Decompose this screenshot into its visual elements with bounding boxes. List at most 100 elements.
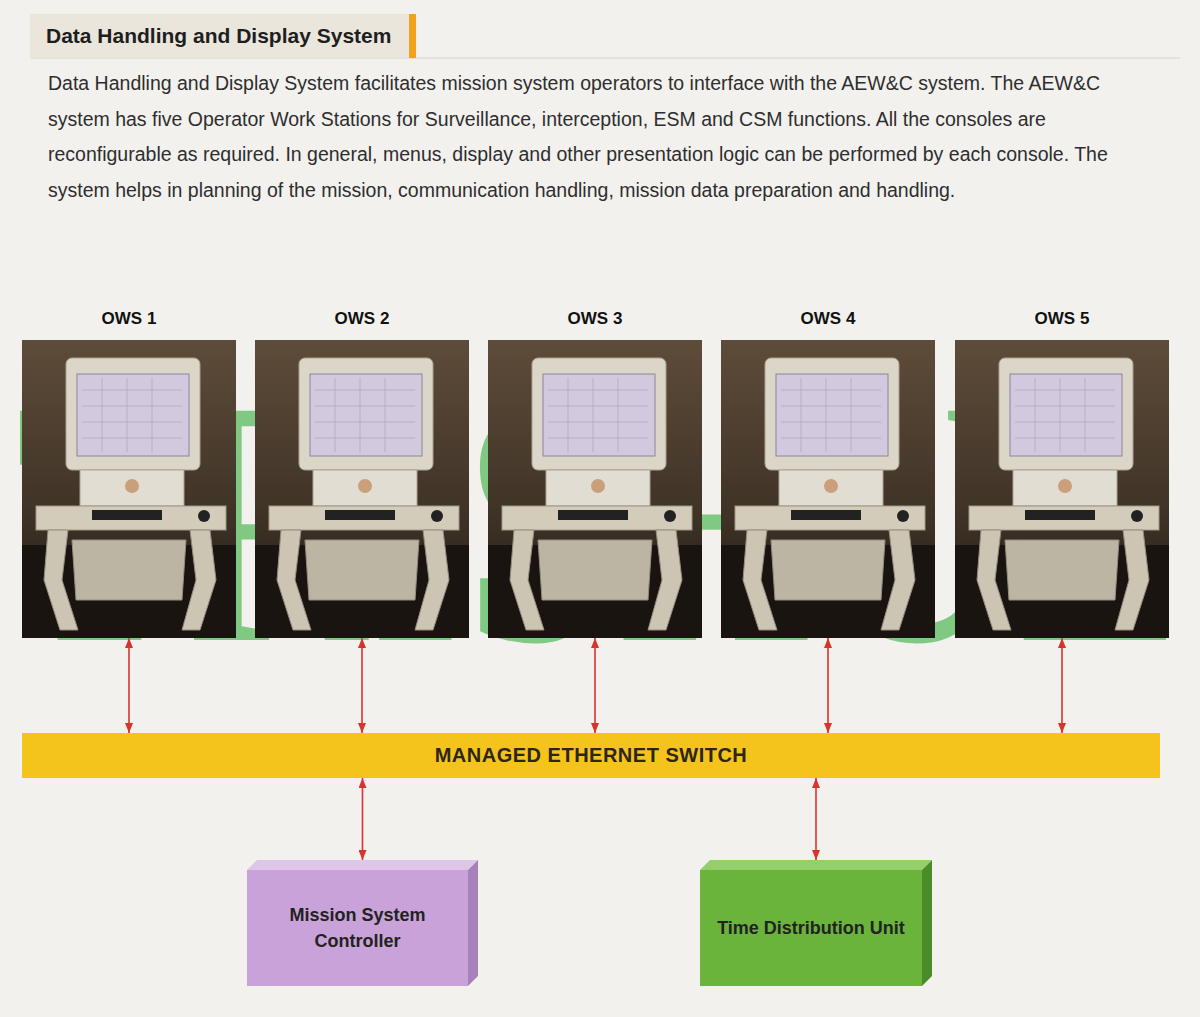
keyboard bbox=[325, 510, 395, 520]
monitor-screen bbox=[1010, 374, 1122, 456]
box-side-face bbox=[468, 860, 478, 986]
photo-ground bbox=[255, 340, 469, 638]
trackball bbox=[431, 510, 443, 522]
panel-knob bbox=[358, 479, 372, 493]
link-arrow bbox=[362, 778, 364, 860]
switch-label: MANAGED ETHERNET SWITCH bbox=[22, 733, 1160, 778]
title-tab: Data Handling and Display System bbox=[30, 14, 416, 58]
panel-knob bbox=[591, 479, 605, 493]
unit-label: Time Distribution Unit bbox=[708, 870, 914, 986]
box-front-face bbox=[247, 870, 468, 986]
control-panel bbox=[779, 470, 883, 506]
monitor-screen bbox=[776, 374, 888, 456]
control-panel bbox=[546, 470, 650, 506]
console-leg bbox=[415, 530, 449, 630]
text-run: OWS 1 bbox=[102, 309, 157, 328]
workstation-node: OWS 1 bbox=[22, 340, 236, 638]
keyboard bbox=[558, 510, 628, 520]
control-panel bbox=[80, 470, 184, 506]
keyboard bbox=[92, 510, 162, 520]
keyboard bbox=[791, 510, 861, 520]
link-arrow bbox=[815, 778, 817, 860]
screen-grid bbox=[1015, 378, 1115, 452]
desk-top bbox=[36, 506, 226, 530]
title-text: Data Handling and Display System bbox=[46, 24, 391, 48]
unit-box: Time Distribution Unit bbox=[700, 860, 932, 986]
screen-grid bbox=[315, 378, 415, 452]
monitor-frame bbox=[299, 358, 433, 470]
console-leg bbox=[182, 530, 216, 630]
workstation-label: OWS 4 bbox=[701, 309, 955, 329]
trackball bbox=[664, 510, 676, 522]
box-side-face bbox=[922, 860, 932, 986]
description-paragraph: Data Handling and Display System facilit… bbox=[48, 66, 1163, 208]
console-leg bbox=[881, 530, 915, 630]
workstation-label: OWS 1 bbox=[2, 309, 256, 329]
text-run: OWS 4 bbox=[801, 309, 856, 328]
workstation-node: OWS 5 bbox=[955, 340, 1169, 638]
link-arrow bbox=[128, 638, 130, 733]
switch-band: MANAGED ETHERNET SWITCH bbox=[22, 733, 1160, 778]
console-photo bbox=[488, 340, 702, 638]
trackball bbox=[897, 510, 909, 522]
box-top-face bbox=[247, 860, 478, 870]
console-photo bbox=[721, 340, 935, 638]
panel-knob bbox=[1058, 479, 1072, 493]
trackball bbox=[198, 510, 210, 522]
photo-ground bbox=[721, 340, 935, 638]
workstation-label: OWS 3 bbox=[468, 309, 722, 329]
control-panel bbox=[1013, 470, 1117, 506]
panel-knob bbox=[824, 479, 838, 493]
monitor-screen bbox=[77, 374, 189, 456]
monitor-screen bbox=[310, 374, 422, 456]
console-leg bbox=[1115, 530, 1149, 630]
desk-top bbox=[735, 506, 925, 530]
box-top-face bbox=[700, 860, 932, 870]
monitor-frame bbox=[999, 358, 1133, 470]
workstation-node: OWS 2 bbox=[255, 340, 469, 638]
text-run: MANAGED ETHERNET SWITCH bbox=[435, 744, 748, 767]
photo-ground bbox=[955, 340, 1169, 638]
screen-grid bbox=[548, 378, 648, 452]
console-leg bbox=[648, 530, 682, 630]
text-run: OWS 5 bbox=[1035, 309, 1090, 328]
monitor-frame bbox=[765, 358, 899, 470]
screen-grid bbox=[82, 378, 182, 452]
console-photo bbox=[255, 340, 469, 638]
photo-ground bbox=[22, 340, 236, 638]
workstation-label: OWS 2 bbox=[235, 309, 489, 329]
console-pedestal bbox=[538, 540, 652, 600]
link-arrow bbox=[1061, 638, 1063, 733]
workstation-node: OWS 4 bbox=[721, 340, 935, 638]
text-run: Mission System Controller bbox=[255, 902, 460, 954]
text-run: OWS 3 bbox=[568, 309, 623, 328]
console-photo bbox=[22, 340, 236, 638]
console-photo bbox=[955, 340, 1169, 638]
photo-ground bbox=[488, 340, 702, 638]
keyboard bbox=[1025, 510, 1095, 520]
link-arrow bbox=[827, 638, 829, 733]
link-arrow bbox=[361, 638, 363, 733]
unit-label: Mission System Controller bbox=[255, 870, 460, 986]
console-pedestal bbox=[1005, 540, 1119, 600]
monitor-screen bbox=[543, 374, 655, 456]
text-run: Time Distribution Unit bbox=[717, 915, 905, 941]
box-front-face bbox=[700, 870, 922, 986]
desk-top bbox=[969, 506, 1159, 530]
monitor-frame bbox=[66, 358, 200, 470]
control-panel bbox=[313, 470, 417, 506]
panel-knob bbox=[125, 479, 139, 493]
desk-top bbox=[269, 506, 459, 530]
workstation-label: OWS 5 bbox=[935, 309, 1189, 329]
link-arrow bbox=[594, 638, 596, 733]
screen-grid bbox=[781, 378, 881, 452]
console-pedestal bbox=[72, 540, 186, 600]
console-pedestal bbox=[771, 540, 885, 600]
monitor-frame bbox=[532, 358, 666, 470]
workstation-node: OWS 3 bbox=[488, 340, 702, 638]
unit-box: Mission System Controller bbox=[247, 860, 478, 986]
console-pedestal bbox=[305, 540, 419, 600]
text-run: OWS 2 bbox=[335, 309, 390, 328]
desk-top bbox=[502, 506, 692, 530]
